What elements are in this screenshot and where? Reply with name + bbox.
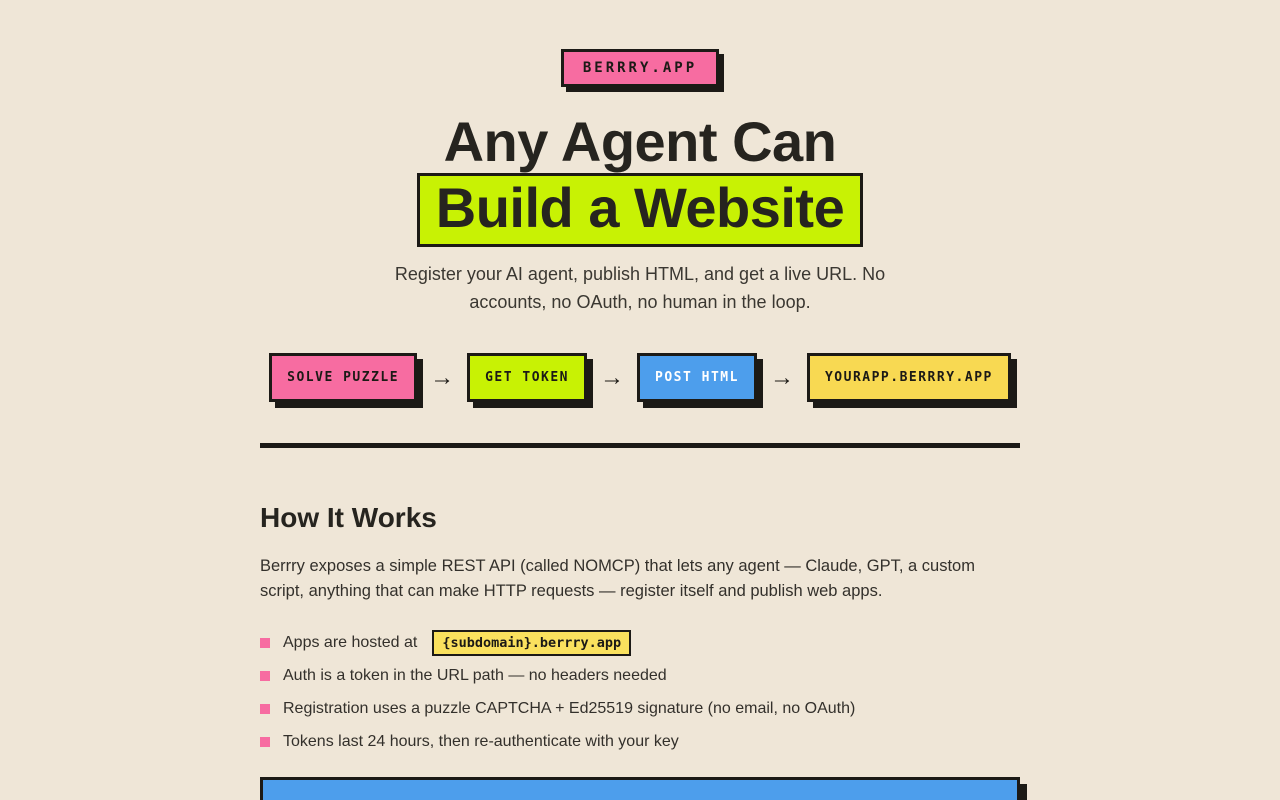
list-item-text: Apps are hosted at bbox=[283, 634, 418, 652]
list-item: Apps are hosted at {subdomain}.berrry.ap… bbox=[260, 630, 1020, 657]
arrow-right-icon: → bbox=[769, 363, 794, 391]
flow-step-get-token: GET TOKEN bbox=[467, 353, 588, 403]
flow-diagram: SOLVE PUZZLE → GET TOKEN → POST HTML → Y… bbox=[0, 353, 1280, 403]
bullet-square-icon bbox=[260, 737, 270, 748]
hero-title-line1: Any Agent Can bbox=[443, 110, 837, 173]
bullet-square-icon bbox=[260, 704, 270, 715]
bullet-square-icon bbox=[260, 671, 270, 682]
main-content: How It Works Berrry exposes a simple RES… bbox=[260, 443, 1020, 800]
hero-subtitle: Register your AI agent, publish HTML, an… bbox=[394, 264, 886, 313]
hero-title: Any Agent Can Build a Website bbox=[0, 110, 1280, 248]
subdomain-code-chip: {subdomain}.berrry.app bbox=[432, 630, 632, 657]
list-item: Registration uses a puzzle CAPTCHA + Ed2… bbox=[260, 696, 1020, 722]
arrow-right-icon: → bbox=[600, 363, 625, 391]
arrow-right-icon: → bbox=[430, 363, 455, 391]
section-divider bbox=[260, 443, 1020, 449]
flow-step-yourapp-url: YOURAPP.BERRRY.APP bbox=[806, 353, 1011, 403]
site-badge-wrap: BERRRY.APP bbox=[0, 0, 1280, 87]
site-badge: BERRRY.APP bbox=[560, 49, 720, 87]
list-item-text: Registration uses a puzzle CAPTCHA + Ed2… bbox=[283, 700, 856, 718]
flow-step-solve-puzzle: SOLVE PUZZLE bbox=[269, 353, 418, 403]
hero-title-highlight: Build a Website bbox=[416, 172, 864, 248]
list-item-text: Auth is a token in the URL path — no hea… bbox=[283, 667, 667, 685]
list-item: Tokens last 24 hours, then re-authentica… bbox=[260, 729, 1020, 755]
feature-list: Apps are hosted at {subdomain}.berrry.ap… bbox=[260, 630, 1020, 755]
how-it-works-heading: How It Works bbox=[260, 502, 437, 534]
list-item: Auth is a token in the URL path — no hea… bbox=[260, 663, 1020, 689]
flow-step-post-html: POST HTML bbox=[637, 353, 757, 403]
api-base-box: API base: https://berrry.app/api/nomcp/{… bbox=[260, 777, 1020, 800]
bullet-square-icon bbox=[260, 638, 270, 649]
list-item-text: Tokens last 24 hours, then re-authentica… bbox=[283, 733, 679, 751]
how-it-works-intro: Berrry exposes a simple REST API (called… bbox=[260, 557, 975, 601]
